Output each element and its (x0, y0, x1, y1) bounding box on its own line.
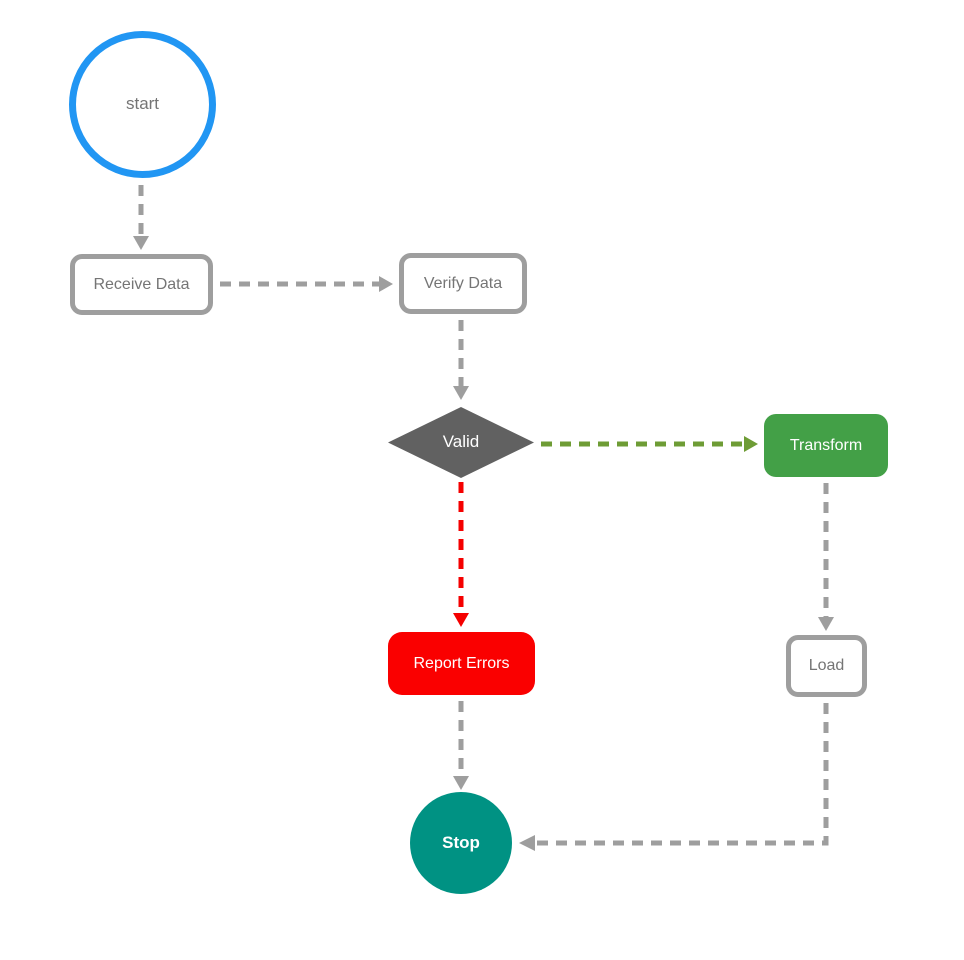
edge-valid-to-report-errors (453, 482, 469, 627)
arrowhead-down-icon (133, 236, 149, 250)
arrowhead-down-icon (453, 776, 469, 790)
edge-transform-to-load (818, 483, 834, 631)
node-verify-data-label: Verify Data (423, 274, 503, 292)
arrowhead-down-icon (453, 613, 469, 627)
node-transform: Transform (764, 414, 888, 477)
edge-report-errors-to-stop (453, 701, 469, 790)
edge-verify-data-to-valid (453, 320, 469, 400)
edge-load-to-stop (519, 703, 829, 851)
arrowhead-down-icon (453, 386, 469, 400)
arrowhead-left-icon (519, 835, 535, 851)
node-load: Load (786, 635, 867, 697)
node-load-label: Load (808, 657, 845, 675)
node-stop: Stop (410, 792, 512, 894)
node-stop-label: Stop (442, 832, 480, 852)
node-start-label: start (125, 94, 160, 114)
arrowhead-right-icon (379, 276, 393, 292)
node-receive-data: Receive Data (70, 254, 213, 315)
node-start: start (69, 31, 216, 178)
arrowhead-down-icon (818, 617, 834, 631)
arrowhead-right-icon (744, 436, 758, 452)
edge-valid-to-transform (541, 436, 758, 452)
node-transform-label: Transform (789, 436, 863, 454)
node-receive-data-label: Receive Data (93, 275, 190, 293)
edge-start-to-receive-data (133, 185, 149, 250)
node-report-errors: Report Errors (388, 632, 535, 695)
node-report-errors-label: Report Errors (413, 654, 510, 672)
node-verify-data: Verify Data (399, 253, 527, 314)
node-valid-label: Valid (442, 432, 480, 452)
edge-receive-data-to-verify-data (220, 276, 393, 292)
